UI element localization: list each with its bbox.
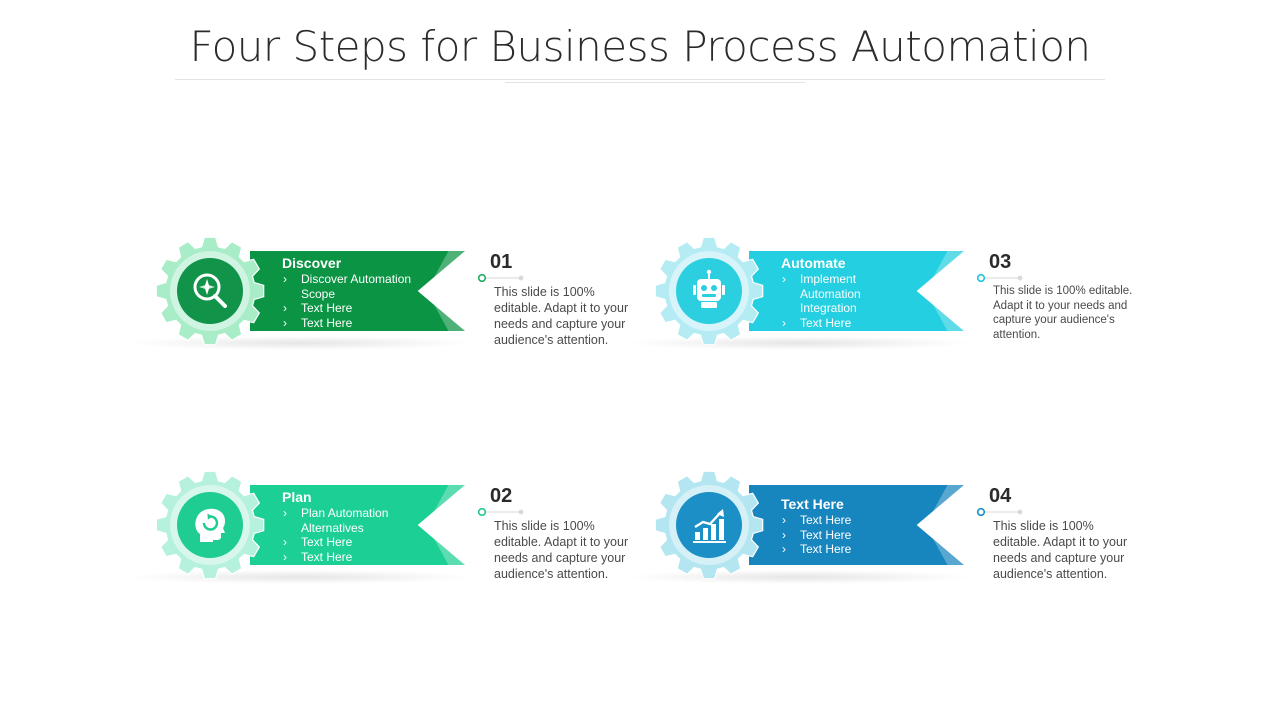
step-description: This slide is 100% editable. Adapt it to… — [494, 285, 629, 347]
title-underline — [505, 82, 805, 83]
step-bullets: Plan Automation Alternatives Text Here T… — [282, 506, 417, 564]
connector-end-dot — [518, 275, 524, 281]
bullet-item: Discover Automation Scope — [282, 272, 417, 301]
bullet-item: Text Here — [781, 316, 916, 331]
magnifier-compass-icon — [183, 264, 237, 318]
connector-start-dot — [976, 274, 986, 282]
bullet-item: Text Here — [282, 550, 417, 565]
connector-dot — [477, 274, 524, 282]
step-bullets: Implement Automation Integration Text He… — [781, 272, 916, 330]
connector-end-dot — [518, 509, 524, 515]
connector-dot — [477, 508, 524, 516]
step-number: 01 — [490, 251, 513, 273]
head-refresh-icon — [183, 498, 237, 552]
bullet-item: Implement Automation Integration — [781, 272, 916, 316]
bullet-item: Text Here — [282, 316, 417, 331]
step-description: This slide is 100% editable. Adapt it to… — [993, 519, 1128, 581]
bullet-item: Text Here — [282, 535, 417, 550]
bullet-item: Text Here — [781, 542, 916, 557]
step-card-01: Discover Discover Automation Scope Text … — [125, 236, 655, 366]
gear-icon — [654, 470, 764, 580]
slide-title: Four Steps for Business Process Automati… — [189, 22, 1091, 71]
growth-chart-icon — [682, 498, 736, 552]
step-number: 04 — [989, 485, 1012, 507]
connector-dot — [976, 508, 1023, 516]
step-card-02: Plan Plan Automation Alternatives Text H… — [125, 470, 655, 600]
connector-end-dot — [1017, 275, 1023, 281]
step-bullets: Text Here Text Here Text Here — [781, 513, 916, 557]
gear-icon — [155, 236, 265, 346]
step-number: 02 — [490, 485, 513, 507]
bullet-item: Text Here — [781, 528, 916, 543]
connector-start-dot — [477, 508, 487, 516]
step-description: This slide is 100% editable. Adapt it to… — [494, 519, 629, 581]
step-card-03: Automate Implement Automation Integratio… — [624, 236, 1154, 366]
step-heading: Automate — [781, 255, 846, 271]
step-heading: Plan — [282, 489, 312, 505]
bullet-item: Text Here — [282, 301, 417, 316]
step-card-04: Text Here Text Here Text Here Text Here … — [624, 470, 1154, 600]
connector-end-dot — [1017, 509, 1023, 515]
bullet-item: Plan Automation Alternatives — [282, 506, 417, 535]
gear-center — [177, 258, 243, 324]
connector-start-dot — [477, 274, 487, 282]
connector-start-dot — [976, 508, 986, 516]
robot-icon — [682, 264, 736, 318]
step-bullets: Discover Automation Scope Text Here Text… — [282, 272, 417, 330]
step-heading: Text Here — [781, 496, 844, 512]
step-number: 03 — [989, 251, 1012, 273]
step-heading: Discover — [282, 255, 342, 271]
title-divider — [175, 79, 1105, 80]
bullet-item: Text Here — [781, 513, 916, 528]
connector-dot — [976, 274, 1023, 282]
step-description: This slide is 100% editable. Adapt it to… — [993, 285, 1133, 341]
